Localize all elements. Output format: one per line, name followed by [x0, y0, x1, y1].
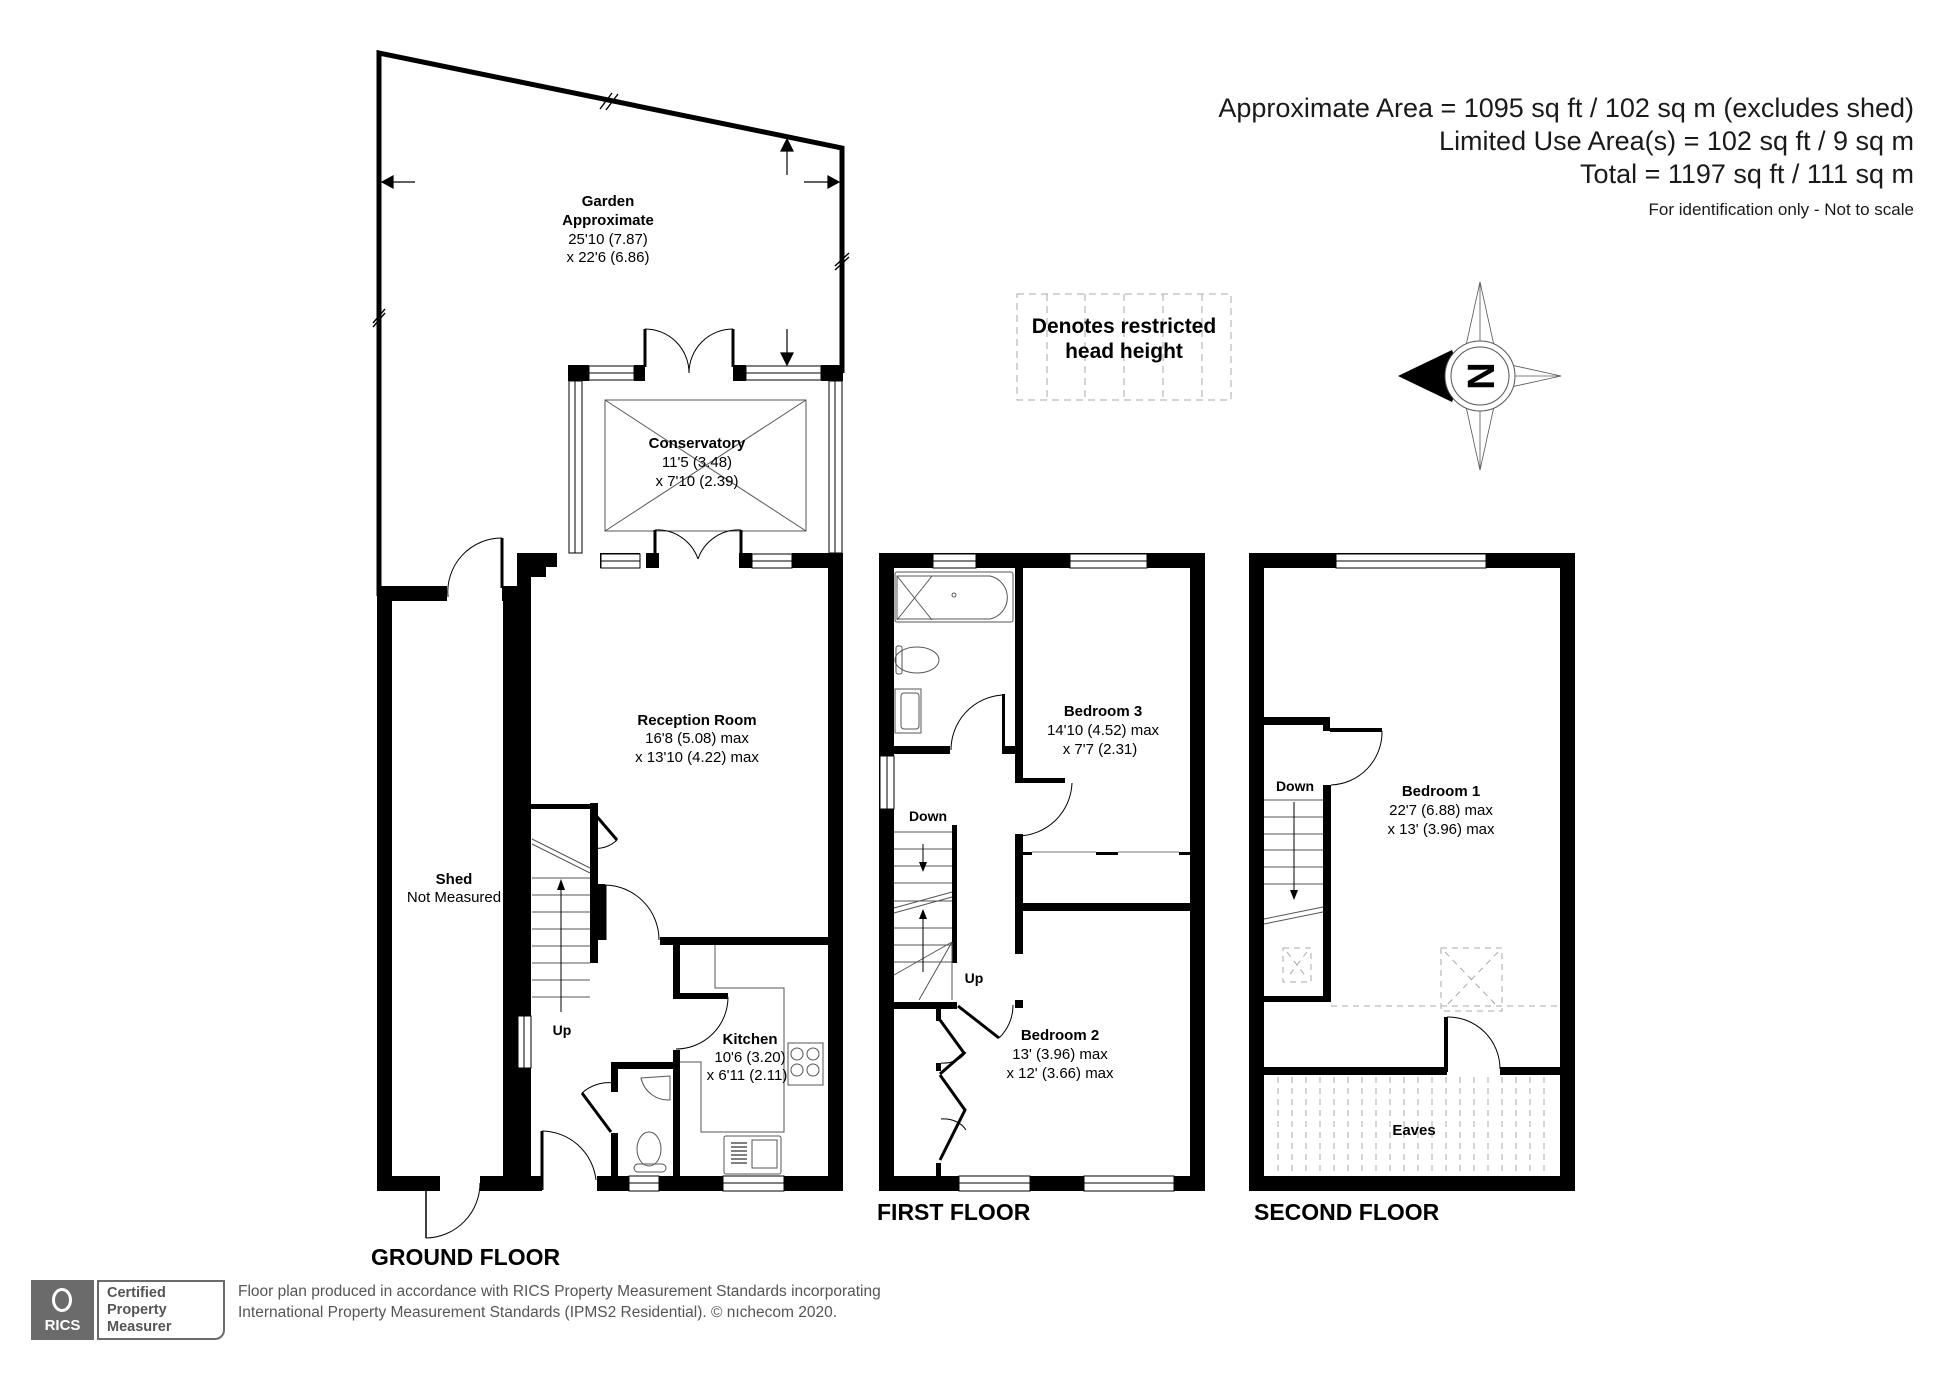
ground-floor-stairs: [531, 838, 591, 1012]
svg-text:10'6 (3.20): 10'6 (3.20): [714, 1049, 785, 1066]
total-area: Total = 1197 sq ft / 111 sq m: [1580, 159, 1914, 189]
svg-text:x 12' (3.66) max: x 12' (3.66) max: [1006, 1065, 1114, 1082]
svg-text:Bedroom 1: Bedroom 1: [1402, 783, 1480, 800]
dimension-arrows: [380, 137, 841, 367]
first-floor-stairs: [893, 831, 953, 1001]
svg-text:Conservatory: Conservatory: [649, 435, 746, 452]
compass-icon: N: [1398, 281, 1562, 471]
svg-text:x 13' (3.96) max: x 13' (3.96) max: [1387, 821, 1495, 838]
svg-text:25'10 (7.87): 25'10 (7.87): [568, 231, 648, 248]
garden-outline: [372, 49, 850, 596]
rics-certified-label: Certified Property Measurer: [97, 1280, 225, 1340]
kitchen-fixtures: [680, 945, 824, 1175]
conservatory: Conservatory 11'5 (3.48) x 7'10 (2.39): [568, 328, 843, 554]
first-room-labels: Down Up Bedroom 3 14'10 (4.52) max x 7'7…: [909, 703, 1160, 1082]
ground-floor-doors: [425, 529, 743, 1239]
svg-text:16'8 (5.08) max: 16'8 (5.08) max: [645, 730, 749, 747]
svg-text:Reception Room: Reception Room: [637, 712, 756, 729]
rics-badge: RICS Certified Property Measurer: [31, 1280, 225, 1340]
svg-text:Kitchen: Kitchen: [722, 1031, 777, 1048]
svg-text:Down: Down: [1276, 778, 1314, 794]
first-floor-bathroom-fixtures: [894, 571, 1014, 734]
ground-floor-windows: [517, 553, 793, 1192]
svg-text:Down: Down: [909, 808, 947, 824]
svg-text:x 7'10 (2.39): x 7'10 (2.39): [656, 473, 739, 490]
svg-text:x 22'6 (6.86): x 22'6 (6.86): [567, 249, 650, 266]
wc-fixtures: [633, 1075, 671, 1173]
lion-icon: [52, 1288, 72, 1312]
second-floor-stairs: [1263, 799, 1324, 925]
second-floor-walls: [1249, 553, 1575, 1191]
ground-room-labels: Reception Room 16'8 (5.08) max x 13'10 (…: [407, 712, 787, 1084]
second-floor-doors: [1330, 730, 1501, 1070]
svg-text:N: N: [1461, 362, 1503, 389]
svg-text:head height: head height: [1065, 340, 1183, 363]
svg-text:Denotes restricted: Denotes restricted: [1032, 315, 1216, 338]
svg-text:14'10 (4.52) max: 14'10 (4.52) max: [1047, 722, 1160, 739]
footer-disclaimer: Floor plan produced in accordance with R…: [238, 1283, 881, 1321]
svg-text:22'7 (6.88) max: 22'7 (6.88) max: [1389, 802, 1493, 819]
rics-logo: RICS: [31, 1280, 94, 1340]
ground-floor-label: GROUND FLOOR: [371, 1244, 560, 1270]
svg-text:Garden: Garden: [582, 193, 635, 210]
second-room-labels: Down Bedroom 1 22'7 (6.88) max x 13' (3.…: [1276, 778, 1495, 1139]
svg-text:x 7'7 (2.31): x 7'7 (2.31): [1063, 741, 1138, 758]
svg-text:Bedroom 2: Bedroom 2: [1021, 1027, 1099, 1044]
limited-use-area: Limited Use Area(s) = 102 sq ft / 9 sq m: [1439, 126, 1914, 156]
svg-text:Eaves: Eaves: [1392, 1122, 1435, 1139]
approx-area: Approximate Area = 1095 sq ft / 102 sq m…: [1218, 93, 1914, 123]
scale-note: For identification only - Not to scale: [1648, 200, 1914, 219]
svg-text:x 13'10 (4.22) max: x 13'10 (4.22) max: [635, 749, 759, 766]
svg-text:Not Measured: Not Measured: [407, 889, 501, 906]
first-floor-doors: [938, 694, 1073, 1161]
stairs-up-label: Up: [553, 1022, 572, 1038]
restricted-head-height-hatch: [1277, 947, 1560, 1175]
svg-text:13' (3.96) max: 13' (3.96) max: [1012, 1046, 1108, 1063]
first-floor-windows: [879, 553, 1179, 1192]
svg-text:Up: Up: [965, 970, 984, 986]
svg-text:Approximate: Approximate: [562, 212, 654, 229]
garden-label: Garden Approximate 25'10 (7.87) x 22'6 (…: [562, 193, 654, 266]
area-summary: Approximate Area = 1095 sq ft / 102 sq m…: [1218, 92, 1914, 225]
svg-text:11'5 (3.48): 11'5 (3.48): [662, 454, 732, 471]
svg-text:x 6'11 (2.11): x 6'11 (2.11): [707, 1067, 788, 1084]
second-floor-windows: [1335, 553, 1487, 569]
svg-text:Shed: Shed: [436, 871, 473, 888]
restricted-height-legend: Denotes restricted head height: [1016, 293, 1232, 401]
first-floor-label: FIRST FLOOR: [877, 1199, 1031, 1225]
svg-text:Bedroom 3: Bedroom 3: [1064, 703, 1142, 720]
second-floor-label: SECOND FLOOR: [1254, 1199, 1440, 1225]
